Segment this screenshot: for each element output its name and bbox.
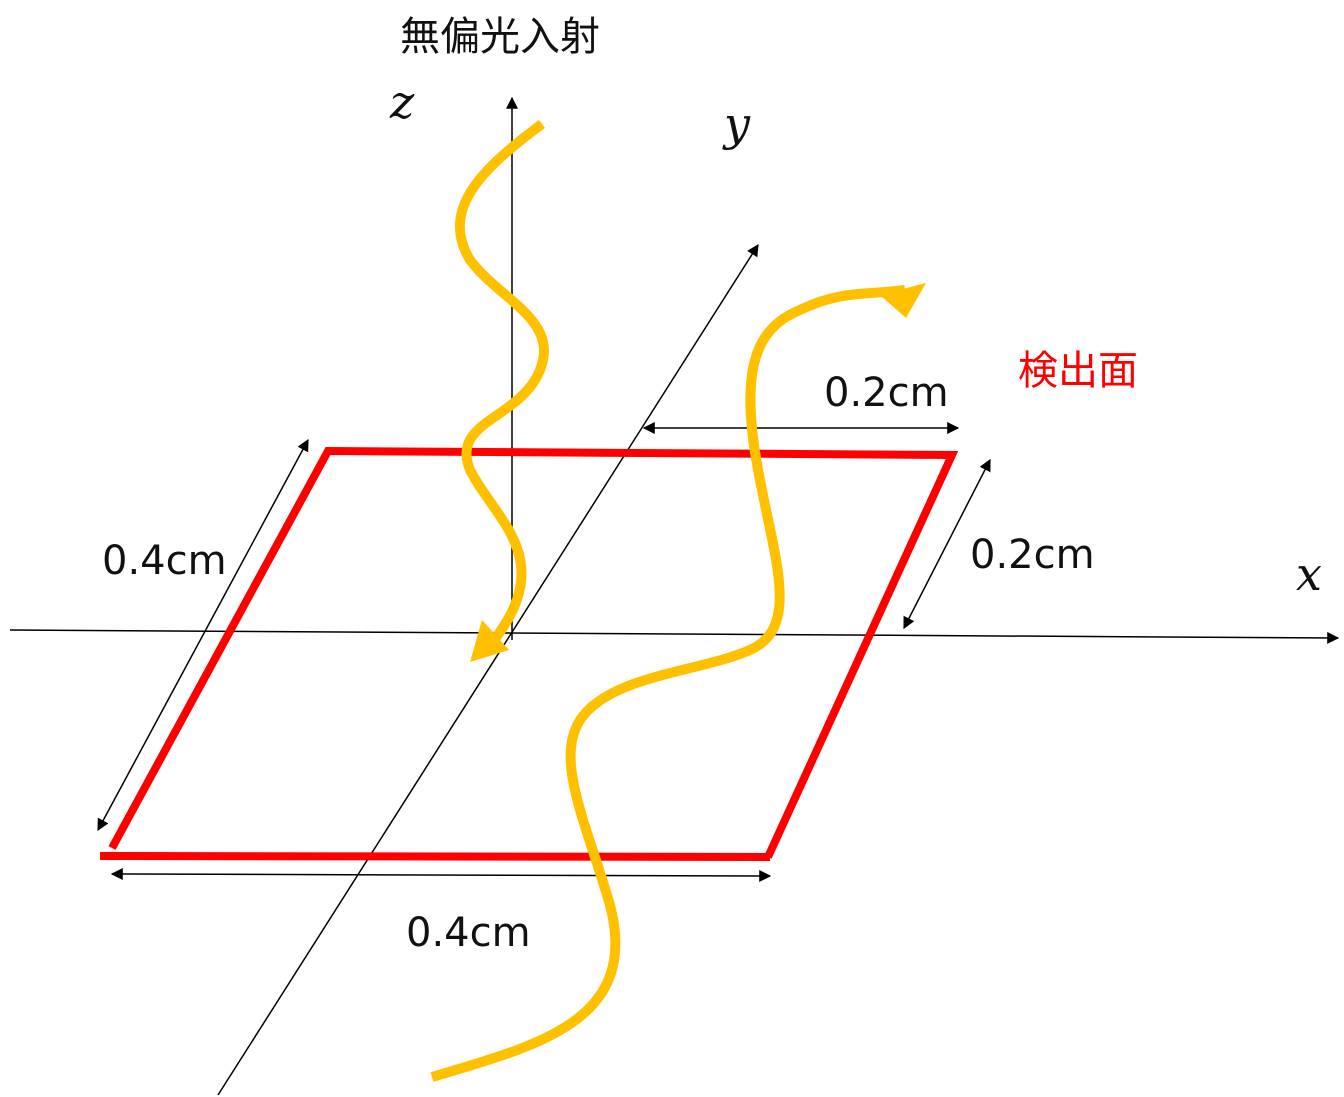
dimension-arrow-left xyxy=(97,438,309,832)
dimension-label-bottom: 0.4cm xyxy=(406,910,531,956)
detector-bottom-edge xyxy=(99,852,771,861)
dimension-arrow-right xyxy=(903,458,991,630)
reflected-arrowhead xyxy=(880,283,926,318)
axis-label-x: x xyxy=(1296,547,1322,601)
axis-label-z: z xyxy=(389,75,415,129)
dimension-label-top: 0.2cm xyxy=(824,370,949,416)
dimension-label-left: 0.4cm xyxy=(102,538,227,584)
dimension-arrows xyxy=(97,422,991,882)
incident-arrowhead xyxy=(470,620,509,662)
dimension-label-right: 0.2cm xyxy=(970,532,1095,578)
y-axis-line xyxy=(217,243,759,1096)
title-incident-unpolarized: 無偏光入射 xyxy=(400,14,600,60)
x-axis-line xyxy=(9,629,1340,644)
axes xyxy=(9,96,1340,1096)
light-rays xyxy=(430,119,926,1082)
detector-label: 検出面 xyxy=(1018,348,1138,394)
incident-light-ray xyxy=(454,119,549,649)
detector-plane xyxy=(99,446,959,861)
dimension-arrow-bottom xyxy=(110,868,772,882)
detector-outline xyxy=(108,446,959,859)
reflected-light-ray xyxy=(430,285,906,1082)
axis-label-y: y xyxy=(722,97,751,151)
